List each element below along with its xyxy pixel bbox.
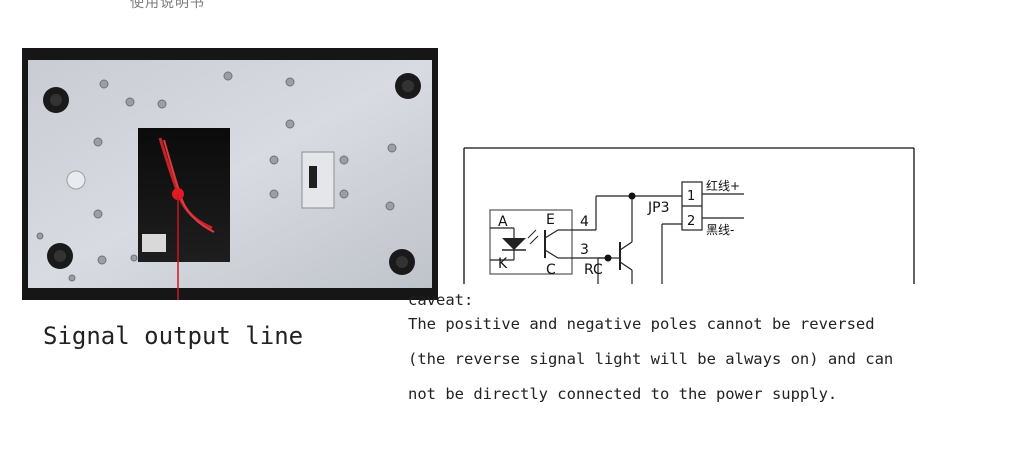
signal-output-line-label: Signal output line [43,322,304,350]
label-black-wire: 黑线- [706,223,734,237]
label-pin4: 4 [580,214,589,230]
device-rear-panel-photo [22,48,438,300]
switch-bracket [301,151,335,209]
caveat-note: caveat: The positive and negative poles … [408,288,1028,417]
top-caption: 使用说明书 [130,0,205,11]
label-k: K [498,256,508,272]
label-pin3: 3 [580,242,589,258]
optocoupler-box [489,209,573,275]
sticker [66,170,86,190]
label-jp3: JP3 [647,200,669,216]
caveat-line-2: (the reverse signal light will be always… [408,350,894,368]
rubber-feet [43,73,421,275]
caveat-line-3: not be directly connected to the power s… [408,385,838,403]
label-a: A [498,214,508,230]
label-rc: RC [584,262,603,278]
label-e: E [546,212,555,228]
led-symbol [502,238,526,250]
label-red-wire: 红线+ [706,178,740,193]
label-pin2: 2 [687,214,695,229]
caveat-title: caveat: [408,291,474,309]
label-c: C [546,262,556,278]
caveat-line-1: The positive and negative poles cannot b… [408,315,875,333]
diagram-border [463,147,915,284]
screws [36,71,397,282]
wiring-diagram: A K E C 4 3 RC JP3 1 2 红线+ 黑线- [463,147,915,284]
label-pin1: 1 [687,189,695,204]
